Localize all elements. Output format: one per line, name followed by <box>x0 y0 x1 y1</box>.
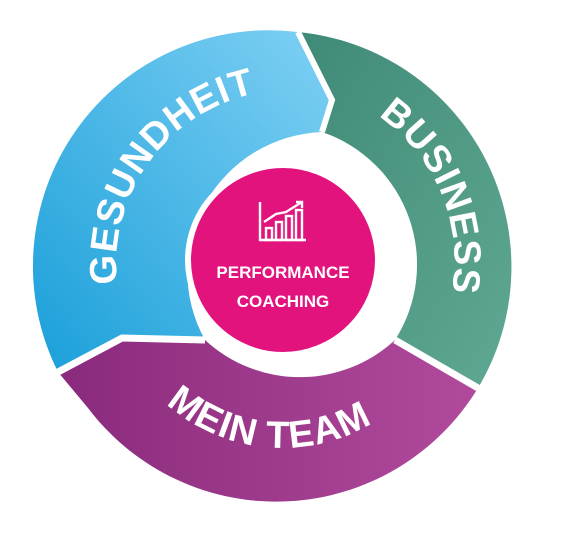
segment-business <box>298 32 512 388</box>
center-label-line2: COACHING <box>237 292 330 311</box>
segment-mein-team <box>58 338 478 502</box>
separator-green-purple <box>393 336 480 392</box>
center-circle <box>185 162 381 358</box>
center-label-line1: PERFORMANCE <box>216 263 349 282</box>
bar-chart-growth-icon <box>258 200 306 242</box>
separator-blue-green <box>295 30 336 133</box>
segment-gesundheit <box>32 30 332 373</box>
separator-purple-blue <box>56 334 206 376</box>
